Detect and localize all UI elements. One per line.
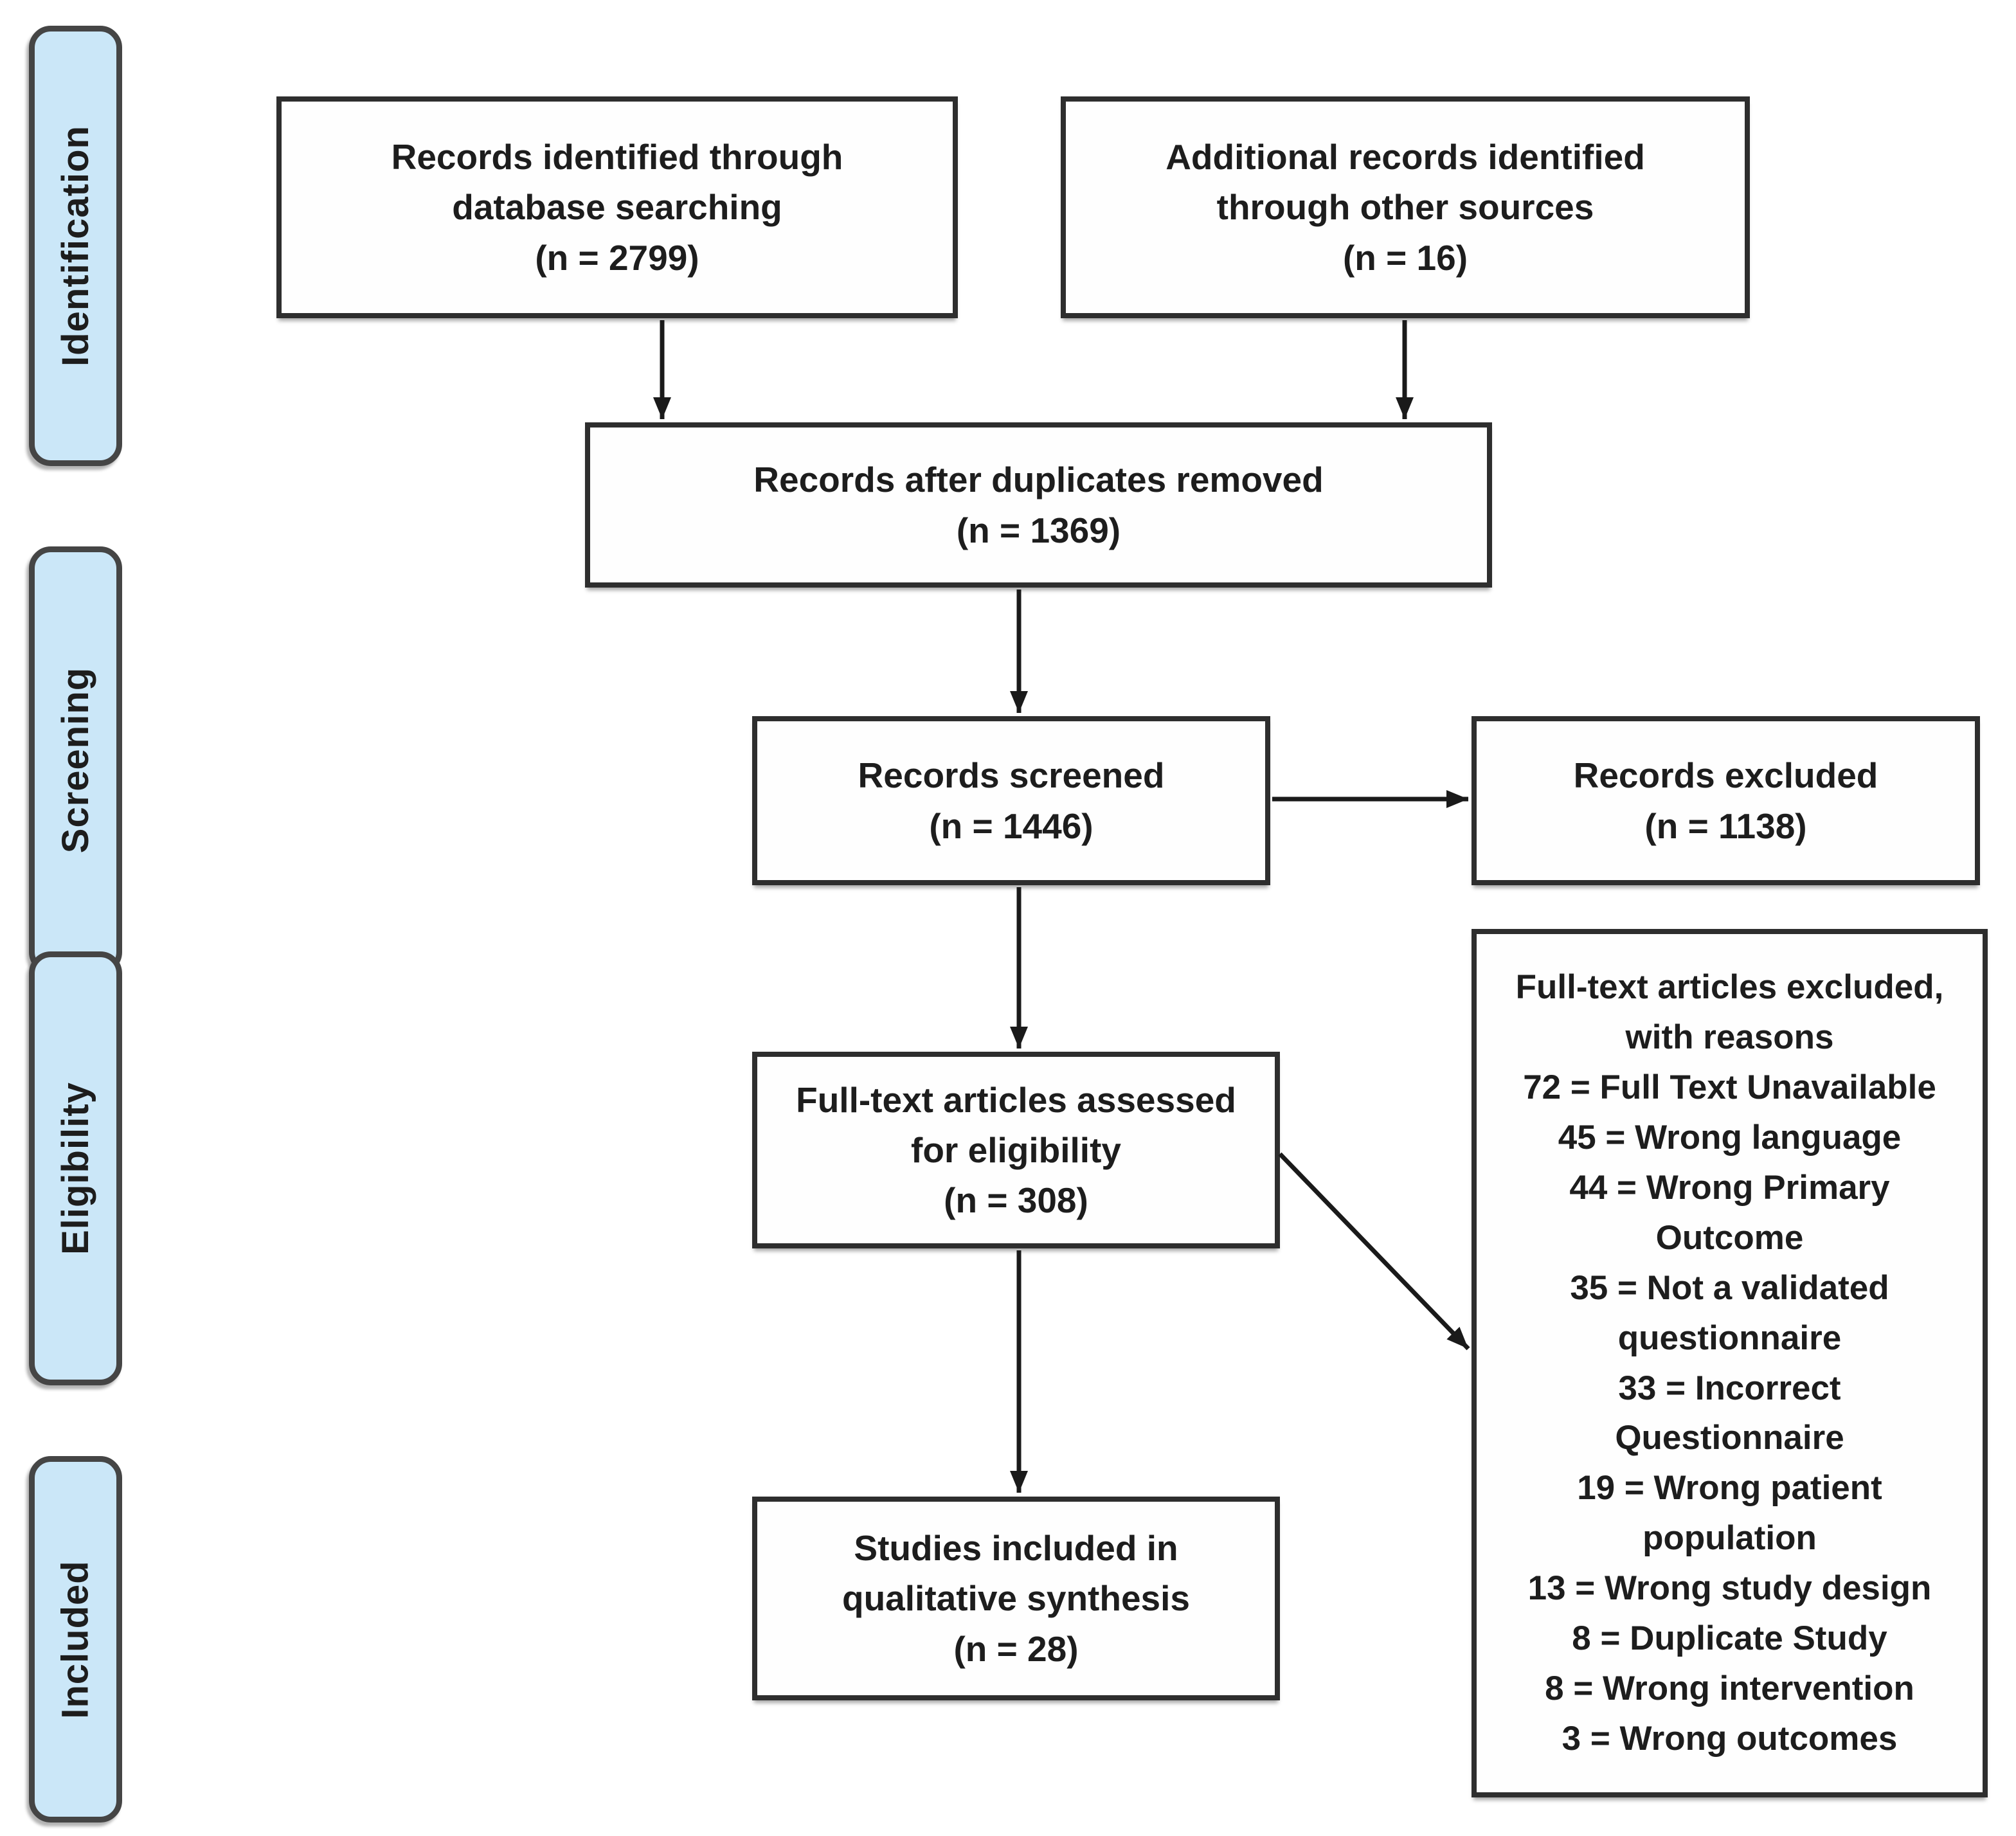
stage-eligibility: Eligibility (29, 951, 122, 1385)
arrow-fulltext-to-reasons (1278, 1152, 1470, 1351)
stage-included-label: Included (55, 1560, 96, 1719)
stage-included: Included (29, 1456, 122, 1823)
text-line: through other sources (1216, 187, 1594, 228)
stage-identification-label: Identification (55, 125, 97, 366)
text-line: with reasons (1625, 1018, 1834, 1057)
flow-box-fulltext-excluded-reasons: Full-text articles excluded, with reasons… (1472, 929, 1988, 1797)
text-line: Full-text articles assessed (796, 1079, 1236, 1120)
flow-box-records-excluded: Records excluded (n = 1138) (1472, 716, 1980, 885)
text-line: 3 = Wrong outcomes (1562, 1719, 1898, 1758)
flow-box-additional-records: Additional records identified through oth… (1061, 96, 1750, 318)
flow-box-included-qualitative: Studies included in qualitative synthesis… (752, 1497, 1280, 1700)
text-line: questionnaire (1617, 1318, 1842, 1357)
text-line: (n = 1369) (956, 510, 1121, 550)
text-line: 35 = Not a validated (1570, 1268, 1889, 1307)
text-line: Studies included in (854, 1528, 1178, 1569)
text-line: Records identified through (391, 137, 843, 177)
text-line: Records after duplicates removed (753, 460, 1324, 500)
text-line: population (1643, 1519, 1817, 1558)
text-line: 13 = Wrong study design (1527, 1569, 1932, 1608)
text-line: (n = 308) (944, 1180, 1088, 1221)
stage-identification: Identification (29, 26, 122, 466)
flow-box-after-duplicates: Records after duplicates removed (n = 136… (585, 422, 1492, 588)
stage-screening: Screening (29, 546, 122, 974)
text-line: 72 = Full Text Unavailable (1523, 1068, 1936, 1107)
text-line: qualitative synthesis (842, 1578, 1191, 1619)
stage-eligibility-label: Eligibility (55, 1082, 96, 1255)
text-line: Full-text articles excluded, (1515, 968, 1944, 1007)
flow-box-records-identified: Records identified through database searc… (276, 96, 958, 318)
text-line: Outcome (1655, 1218, 1804, 1257)
text-line: (n = 1138) (1644, 806, 1807, 846)
text-line: 19 = Wrong patient (1577, 1469, 1882, 1508)
text-line: 44 = Wrong Primary (1569, 1168, 1890, 1207)
text-line: database searching (452, 187, 782, 228)
text-line: 33 = Incorrect (1618, 1369, 1841, 1407)
text-line: (n = 16) (1342, 237, 1468, 278)
text-line: Additional records identified (1166, 137, 1645, 177)
text-line: Records screened (858, 755, 1165, 796)
text-line: Questionnaire (1615, 1419, 1844, 1457)
text-line: 8 = Duplicate Study (1572, 1619, 1887, 1658)
flow-box-fulltext-assessed: Full-text articles assessed for eligibili… (752, 1052, 1280, 1248)
text-line: 45 = Wrong language (1558, 1118, 1902, 1156)
flow-box-records-screened: Records screened (n = 1446) (752, 716, 1270, 885)
text-line: (n = 2799) (535, 237, 699, 278)
text-line: Records excluded (1573, 755, 1878, 796)
stage-screening-label: Screening (55, 667, 96, 854)
text-line: (n = 1446) (929, 806, 1094, 846)
text-line: for eligibility (911, 1130, 1121, 1170)
text-line: 8 = Wrong intervention (1545, 1669, 1914, 1707)
text-line: (n = 28) (953, 1628, 1079, 1669)
